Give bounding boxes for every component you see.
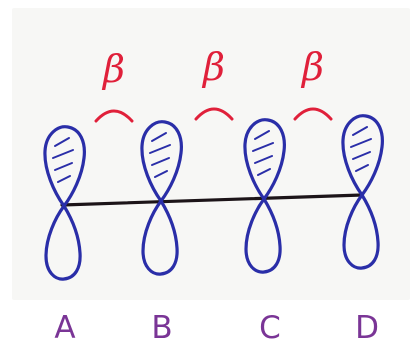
upper-lobe-b [140, 120, 183, 203]
beta-coupling-2: β [194, 45, 234, 121]
p-orbital-b [140, 120, 183, 276]
beta-symbol: β [101, 47, 125, 91]
coupling-arc [94, 109, 134, 123]
lower-lobe-c [244, 197, 282, 274]
upper-lobe-a [43, 125, 86, 208]
orbital-label-b: B [151, 310, 173, 346]
beta-symbol: β [300, 45, 324, 89]
coupling-arc [293, 107, 333, 121]
orbital-label-d: D [355, 310, 379, 346]
upper-lobe-c [243, 118, 286, 201]
p-orbital-d [341, 114, 384, 270]
p-orbital-a [43, 125, 86, 281]
beta-coupling-3: β [293, 45, 333, 121]
bond-line [60, 193, 364, 207]
lobe-shading-b [149, 132, 171, 178]
upper-lobe-d [341, 114, 384, 197]
lower-lobe-b [141, 199, 179, 276]
lower-lobe-a [44, 204, 82, 281]
beta-symbol: β [201, 45, 225, 89]
p-orbital-c [243, 118, 286, 274]
lower-lobe-d [342, 193, 380, 270]
lobe-shading-a [52, 137, 74, 183]
lobe-shading-d [350, 126, 372, 172]
lobe-shading-c [252, 130, 274, 176]
orbital-label-c: C [259, 310, 281, 346]
beta-coupling-1: β [94, 47, 134, 123]
orbital-label-a: A [54, 310, 76, 346]
coupling-arc [194, 107, 234, 121]
paper-background [12, 8, 410, 300]
